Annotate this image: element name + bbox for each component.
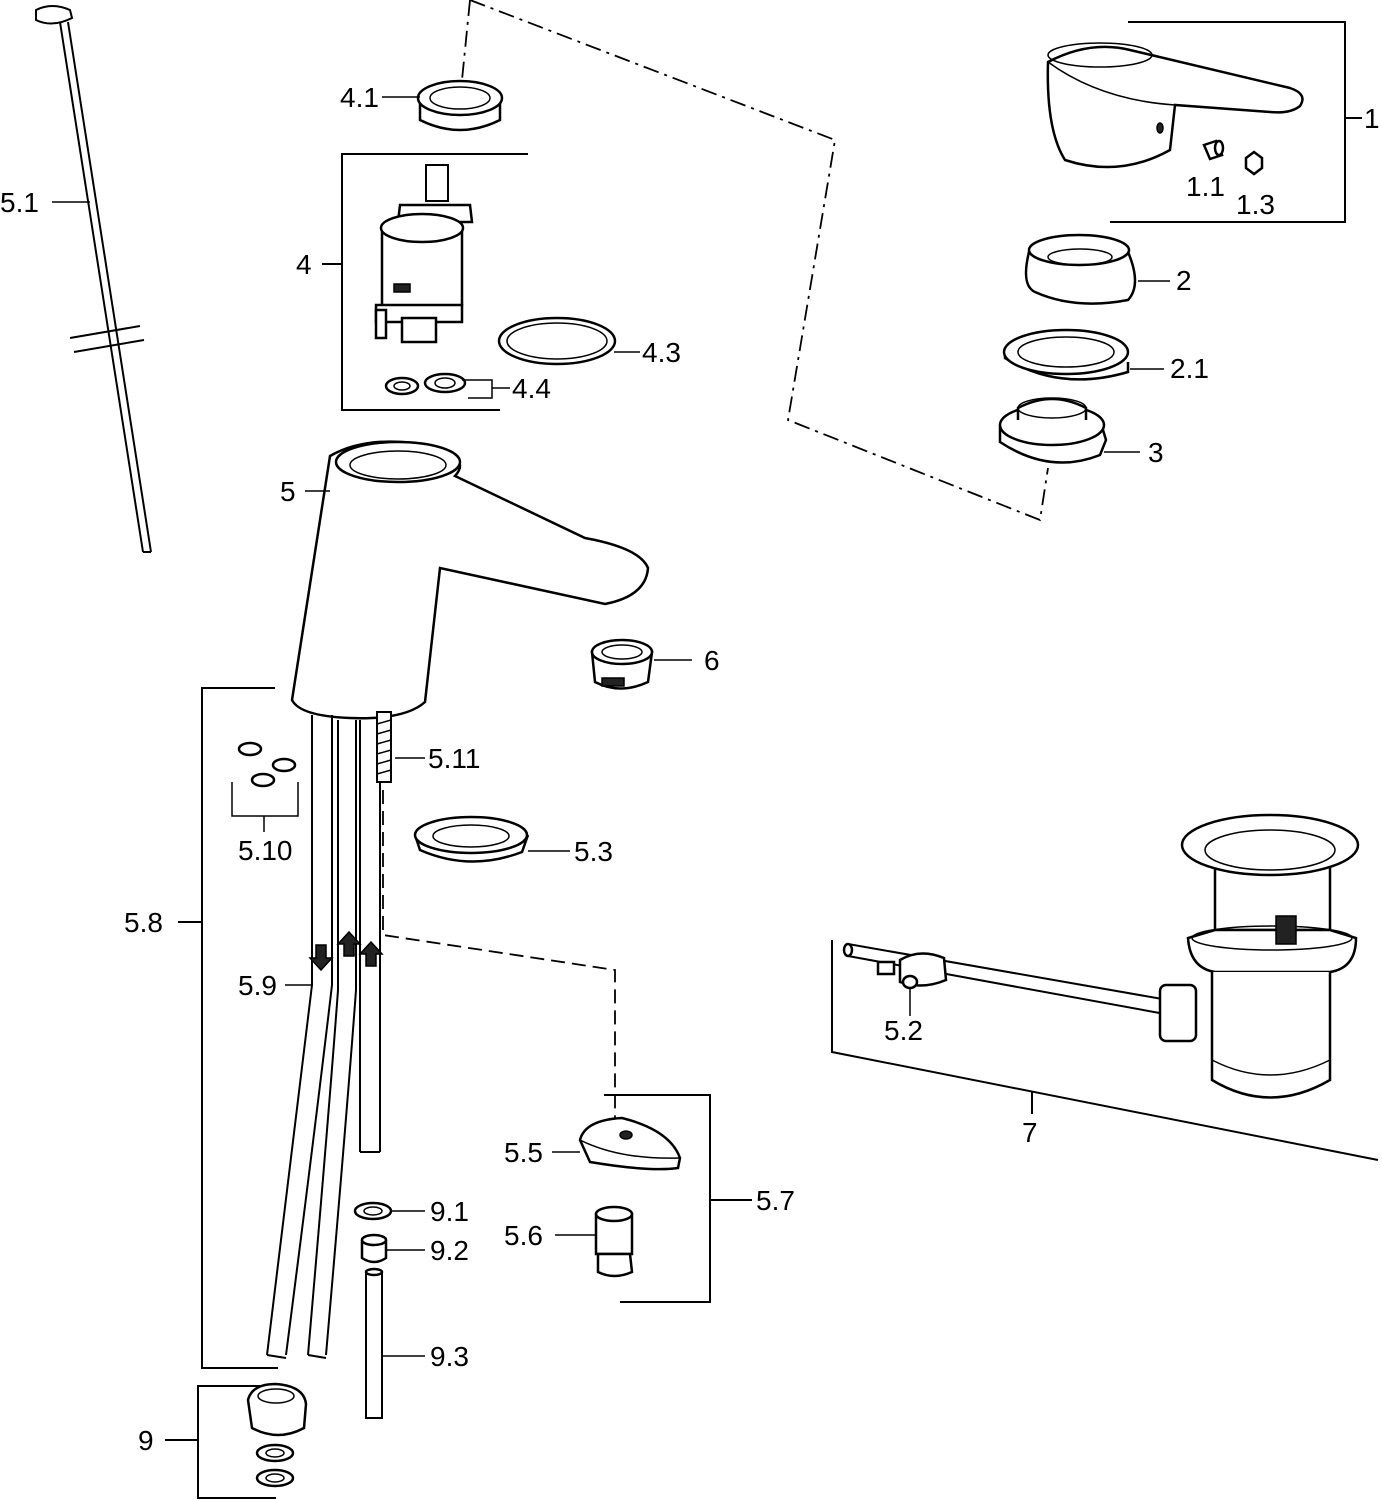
label-9-1: 9.1	[430, 1196, 469, 1227]
label-5-10: 5.10	[238, 835, 293, 866]
part-5-6-nut	[555, 1205, 634, 1278]
part-9-2-sleeve	[360, 1233, 425, 1264]
part-2-1-ring	[1002, 328, 1164, 381]
part-5-faucet-body	[290, 440, 650, 720]
part-6-aerator	[590, 638, 692, 690]
part-5-11-threaded-stud	[376, 711, 425, 783]
label-9-2: 9.2	[430, 1235, 469, 1266]
part-labels: 1 1.1 1.3 2 2.1 3 4 4.1 4.3 4.4 5 5.1 5.…	[0, 82, 1380, 1456]
part-5-8-bracket	[178, 687, 278, 1369]
part-7-waste-valve	[842, 813, 1360, 1099]
label-3: 3	[1148, 437, 1164, 468]
part-9-1-washer	[353, 1201, 425, 1221]
label-5-9: 5.9	[238, 970, 277, 1001]
label-7: 7	[1022, 1117, 1038, 1148]
part-5-1-popup-rod	[35, 5, 152, 553]
part-4-3-o-ring	[497, 316, 640, 366]
part-5-7-bracket	[604, 1094, 752, 1303]
part-2-cover-cap	[1024, 233, 1170, 305]
label-5: 5	[280, 476, 296, 507]
label-5-2: 5.2	[884, 1015, 923, 1046]
part-4-group	[322, 153, 528, 411]
part-9-3-pipe	[364, 1267, 425, 1419]
label-5-7: 5.7	[756, 1185, 795, 1216]
part-1-lever-handle	[1046, 42, 1304, 169]
label-1-1: 1.1	[1186, 171, 1225, 202]
part-5-9-hoses	[266, 715, 384, 1359]
assembly-lines	[382, 0, 1049, 1120]
label-5-6: 5.6	[504, 1220, 543, 1251]
label-2: 2	[1176, 265, 1192, 296]
label-6: 6	[704, 645, 720, 676]
part-3-nut	[998, 397, 1140, 464]
part-1-bracket	[1110, 21, 1362, 223]
part-1-3-cap	[1244, 150, 1264, 176]
label-5-11: 5.11	[428, 743, 480, 774]
part-1-1-screw	[1202, 139, 1225, 161]
part-5-5-plate	[552, 1116, 682, 1171]
part-7-bracket	[831, 940, 1379, 1161]
label-4-4: 4.4	[512, 373, 551, 404]
label-4: 4	[296, 249, 312, 280]
label-9-3: 9.3	[430, 1341, 469, 1372]
part-5-10-seals	[231, 741, 299, 832]
label-5-1: 5.1	[0, 187, 39, 218]
label-4-3: 4.3	[642, 337, 681, 368]
part-4-1-adapter-ring	[382, 79, 504, 132]
part-4-cartridge	[374, 164, 474, 344]
label-4-1: 4.1	[340, 82, 379, 113]
label-5-8: 5.8	[124, 907, 163, 938]
part-4-4-seals	[384, 372, 510, 399]
label-5-3: 5.3	[574, 836, 613, 867]
label-2-1: 2.1	[1170, 353, 1209, 384]
part-5-3-washer	[413, 815, 570, 863]
label-9: 9	[138, 1425, 154, 1456]
label-1-3: 1.3	[1236, 189, 1275, 220]
label-5-5: 5.5	[504, 1137, 543, 1168]
part-9-group	[165, 1382, 308, 1499]
label-1: 1	[1364, 103, 1380, 134]
